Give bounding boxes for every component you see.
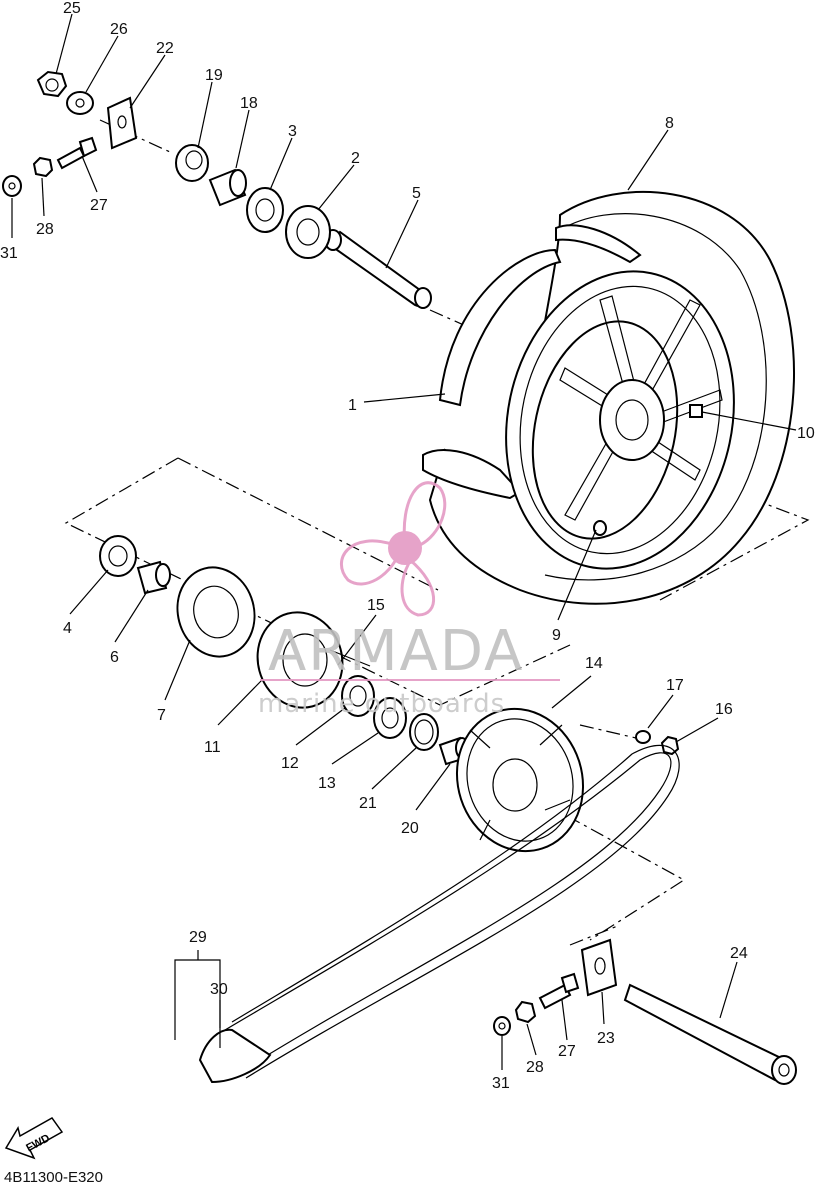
nut-28a — [32, 156, 54, 178]
washer-26a — [66, 91, 94, 115]
part-label-23: 23 — [597, 1030, 615, 1047]
part-label-18: 18 — [240, 95, 258, 112]
bearing-4 — [99, 535, 137, 577]
wheel-rim — [438, 248, 735, 570]
bearing-12 — [341, 675, 375, 717]
part-label-5: 5 — [412, 185, 421, 202]
part-label-22: 22 — [156, 40, 174, 57]
sprocket-14 — [455, 707, 585, 853]
part-label-30: 30 — [210, 981, 228, 998]
oil-seal-3 — [246, 187, 284, 233]
watermark-brand: ARMADA — [268, 619, 524, 684]
part-labels: 25 26 22 19 18 3 2 5 8 31 28 27 1 10 4 6… — [0, 0, 815, 1092]
bolt-27a — [56, 136, 98, 170]
chain-puller-22 — [106, 96, 138, 150]
part-label-27-lower: 27 — [558, 1043, 576, 1060]
washer-31a — [2, 175, 22, 197]
part-label-9: 9 — [552, 627, 561, 644]
clutch-hub-11 — [256, 611, 371, 709]
part-label-6: 6 — [110, 649, 119, 666]
collar-6 — [136, 560, 171, 595]
watermark-tagline: marine outboards — [258, 689, 505, 719]
part-label-25: 25 — [63, 0, 81, 17]
nut-25a — [36, 70, 68, 98]
cover-19 — [175, 144, 209, 182]
damper-7 — [176, 566, 256, 658]
leader-lines — [11, 13, 797, 1070]
part-label-31-lower: 31 — [492, 1075, 510, 1092]
drive-chain — [198, 744, 680, 1084]
part-label-8: 8 — [665, 115, 674, 132]
washer-31b — [493, 1016, 511, 1036]
part-label-7: 7 — [157, 707, 166, 724]
nut-16 — [660, 735, 680, 756]
part-label-3: 3 — [288, 123, 297, 140]
fwd-arrow: FWD — [4, 1117, 64, 1160]
nut-28b — [514, 1000, 537, 1024]
part-label-16: 16 — [715, 701, 733, 718]
watermark: ARMADA marine outboards — [258, 481, 560, 719]
collar-18 — [208, 168, 247, 207]
part-label-19: 19 — [205, 67, 223, 84]
bolt-27b — [538, 972, 580, 1010]
axle-collar — [324, 229, 432, 309]
part-label-26: 26 — [110, 21, 128, 38]
part-label-12: 12 — [281, 755, 299, 772]
diagram-code: 4B11300-E320 — [4, 1169, 103, 1186]
part-label-27: 27 — [90, 197, 108, 214]
bearing-2 — [285, 205, 331, 259]
part-label-2: 2 — [351, 150, 360, 167]
part-label-28-lower: 28 — [526, 1059, 544, 1076]
part-label-14: 14 — [585, 655, 603, 672]
part-label-1: 1 — [348, 397, 357, 414]
part-label-21: 21 — [359, 795, 377, 812]
part-label-24: 24 — [730, 945, 748, 962]
part-label-11: 11 — [204, 739, 221, 756]
part-label-17: 17 — [666, 677, 684, 694]
part-label-13: 13 — [318, 775, 336, 792]
part-label-31: 31 — [0, 245, 18, 262]
part-label-29: 29 — [189, 929, 207, 946]
circlip-21 — [409, 713, 439, 751]
part-label-20: 20 — [401, 820, 419, 837]
oil-seal-13 — [373, 697, 407, 739]
part-label-4: 4 — [63, 620, 72, 637]
wheel-spokes — [559, 295, 723, 521]
chain-puller-23 — [580, 938, 618, 997]
axle-24 — [623, 983, 797, 1085]
washer-17 — [635, 730, 651, 744]
watermark-propeller-logo — [339, 481, 447, 617]
part-label-10: 10 — [797, 425, 815, 442]
part-label-28: 28 — [36, 221, 54, 238]
part-label-15: 15 — [367, 597, 385, 614]
